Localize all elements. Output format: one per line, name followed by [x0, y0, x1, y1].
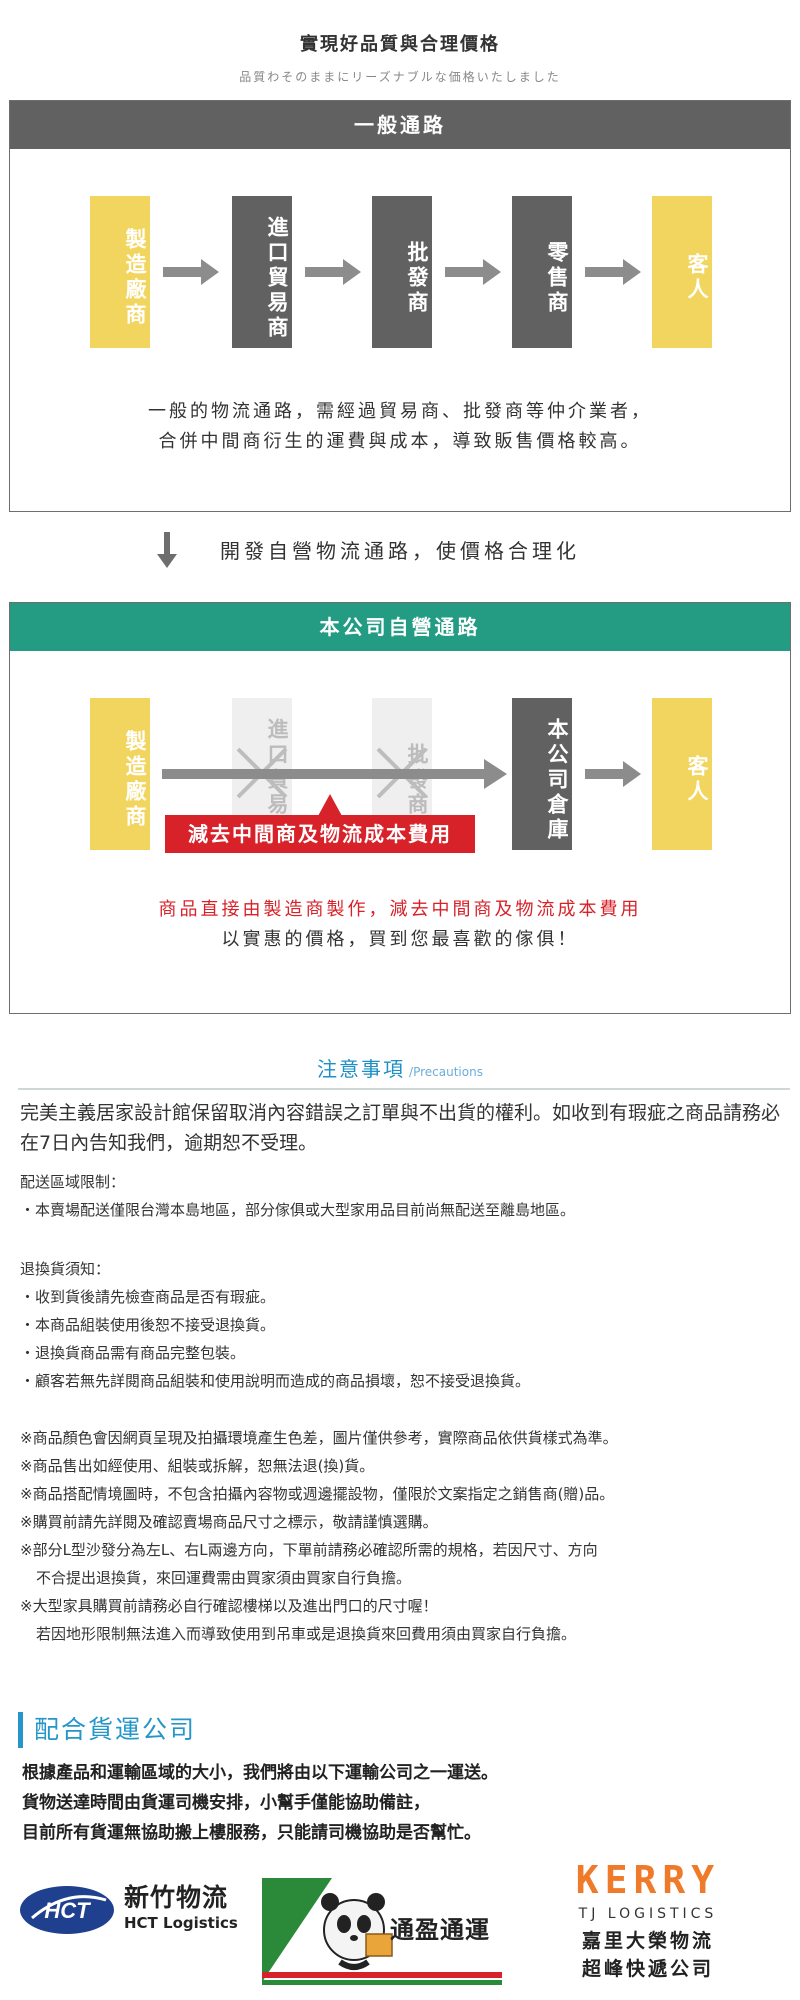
arrow-right-icon — [585, 761, 641, 787]
own-desc-line1: 商品直接由製造商製作，減去中間商及物流成本費用 — [158, 899, 642, 920]
page-title: 實現好品質與合理價格 — [300, 34, 500, 55]
return-item: ・顧客若無先詳閱商品組裝和使用說明而造成的商品損壞，恕不接受退換貨。 — [20, 1372, 531, 1390]
step-wholesaler: 批發商 — [372, 196, 432, 348]
hct-mark: HCT — [44, 1898, 91, 1923]
note-item: 若因地形限制無法進入而導致使用到吊車或是退換貨來回費用須由買家自行負擔。 — [36, 1625, 577, 1643]
precautions-title: 注意事項 — [317, 1057, 406, 1081]
delivery-section: 配送區域限制： ・本賣場配送僅限台灣本島地區，部分傢俱或大型家用品目前尚無配送至… — [20, 1168, 790, 1224]
general-desc-line1: 一般的物流通路，需經過貿易商、批發商等仲介業者， — [148, 401, 652, 422]
step-company-warehouse: 本公司倉庫 — [512, 698, 572, 850]
general-channel-title: 一般通路 — [10, 101, 790, 149]
note-item: 不合提出退換貨，來回運費需由買家須由買家自行負擔。 — [36, 1569, 412, 1587]
notes-section: ※商品顏色會因網頁呈現及拍攝環境產生色差，圖片僅供參考，實際商品依供貨樣式為準。… — [20, 1424, 790, 1648]
note-item: ※大型家具購買前請務必自行確認樓梯以及進出門口的尺寸喔！ — [20, 1597, 438, 1615]
hct-en: HCT Logistics — [124, 1914, 238, 1932]
precautions-title-en: /Precautions — [409, 1065, 483, 1079]
return-item: ・本商品組裝使用後恕不接受退換貨。 — [20, 1316, 276, 1334]
shipping-line: 貨物送達時間由貨運司機安排，小幫手僅能協助備註， — [22, 1793, 430, 1813]
hct-name: 新竹物流 — [124, 1883, 229, 1912]
kerry-name2: 超峰快遞公司 — [581, 1958, 714, 1980]
tongying-logo: 通盈通運 — [262, 1872, 502, 1992]
note-item: ※商品搭配情境圖時，不包含拍攝內容物或週邊擺設物，僅限於文案指定之銷售商(贈)品… — [20, 1485, 615, 1503]
kerry-en: TJ LOGISTICS — [578, 1906, 718, 1922]
kerry-name1: 嘉里大榮物流 — [581, 1930, 714, 1952]
arrow-right-icon — [585, 259, 641, 285]
return-item: ・收到貨後請先檢查商品是否有瑕疵。 — [20, 1288, 276, 1306]
shipping-line: 目前所有貨運無協助搬上樓服務，只能請司機協助是否幫忙。 — [22, 1823, 481, 1843]
arrow-down-icon — [157, 532, 177, 568]
precautions-lead: 完美主義居家設計館保留取消內容錯誤之訂單與不出貨的權利。如收到有瑕疵之商品請務必… — [20, 1102, 781, 1154]
general-desc-line2: 合併中間商衍生的運費與成本，導致販售價格較高。 — [158, 431, 642, 452]
note-item: ※購買前請先詳閱及確認賣場商品尺寸之標示，敬請謹慎選購。 — [20, 1513, 438, 1531]
step-customer: 客人 — [652, 698, 712, 850]
long-arrow-right-icon — [162, 759, 507, 789]
step-retailer: 零售商 — [512, 196, 572, 348]
section-accent-bar — [18, 1712, 23, 1748]
page-subtitle: 品質わそのままにリーズナブルな価格いたしました — [239, 70, 561, 84]
cost-reduction-banner: 減去中間商及物流成本費用 — [165, 815, 475, 853]
return-item: ・退換貨商品需有商品完整包裝。 — [20, 1344, 246, 1362]
return-section: 退換貨須知： ・收到貨後請先檢查商品是否有瑕疵。 ・本商品組裝使用後恕不接受退換… — [20, 1255, 790, 1395]
general-channel-panel: 一般通路 製造廠商 進口貿易商 批發商 零售商 客人 一般的物流通路，需經過貿易… — [9, 100, 791, 512]
delivery-item: ・本賣場配送僅限台灣本島地區，部分傢俱或大型家用品目前尚無配送至離島地區。 — [20, 1201, 576, 1219]
step-manufacturer: 製造廠商 — [90, 698, 150, 850]
hct-logo: HCT 新竹物流 HCT Logistics — [18, 1878, 248, 1958]
own-desc-line2: 以實惠的價格，買到您最喜歡的傢俱！ — [221, 929, 579, 950]
tongying-emblem-icon — [262, 1878, 502, 1985]
shipping-title: 配合貨運公司 — [34, 1715, 197, 1744]
note-item: ※商品顏色會因網頁呈現及拍攝環境產生色差，圖片僅供參考，實際商品依供貨樣式為準。 — [20, 1429, 618, 1447]
note-item: ※商品售出如經使用、組裝或拆解，恕無法退(換)貨。 — [20, 1457, 375, 1475]
own-channel-title: 本公司自營通路 — [10, 603, 790, 651]
arrow-right-icon — [305, 259, 361, 285]
shipping-line: 根據產品和運輸區域的大小，我們將由以下運輸公司之一運送。 — [22, 1763, 498, 1783]
arrow-right-icon — [163, 259, 219, 285]
banner-pointer-icon — [318, 794, 342, 816]
kerry-mark: KERRY — [575, 1858, 721, 1902]
tongying-name: 通盈通運 — [390, 1916, 490, 1944]
step-importer: 進口貿易商 — [232, 196, 292, 348]
precautions-heading: 注意事項/Precautions — [0, 1053, 800, 1082]
hct-emblem-icon: HCT — [20, 1886, 114, 1934]
note-item: ※部分L型沙發分為左L、右L兩邊方向，下單前請務必確認所需的規格，若因尺寸、方向 — [20, 1541, 598, 1559]
step-customer: 客人 — [652, 196, 712, 348]
transition-text: 開發自營物流通路，使價格合理化 — [220, 539, 580, 563]
kerry-logo: KERRY TJ LOGISTICS 嘉里大榮物流 超峰快遞公司 — [528, 1858, 788, 1988]
shipping-text: 根據產品和運輸區域的大小，我們將由以下運輸公司之一運送。 貨物送達時間由貨運司機… — [22, 1758, 792, 1848]
divider — [18, 1088, 790, 1090]
own-channel-panel: 本公司自營通路 製造廠商 進口貿易商 批發商 本公司倉庫 客人 商品直接由製造商… — [9, 602, 791, 1014]
delivery-heading: 配送區域限制： — [20, 1173, 126, 1191]
return-heading: 退換貨須知： — [20, 1260, 111, 1278]
step-manufacturer: 製造廠商 — [90, 196, 150, 348]
arrow-right-icon — [445, 259, 501, 285]
